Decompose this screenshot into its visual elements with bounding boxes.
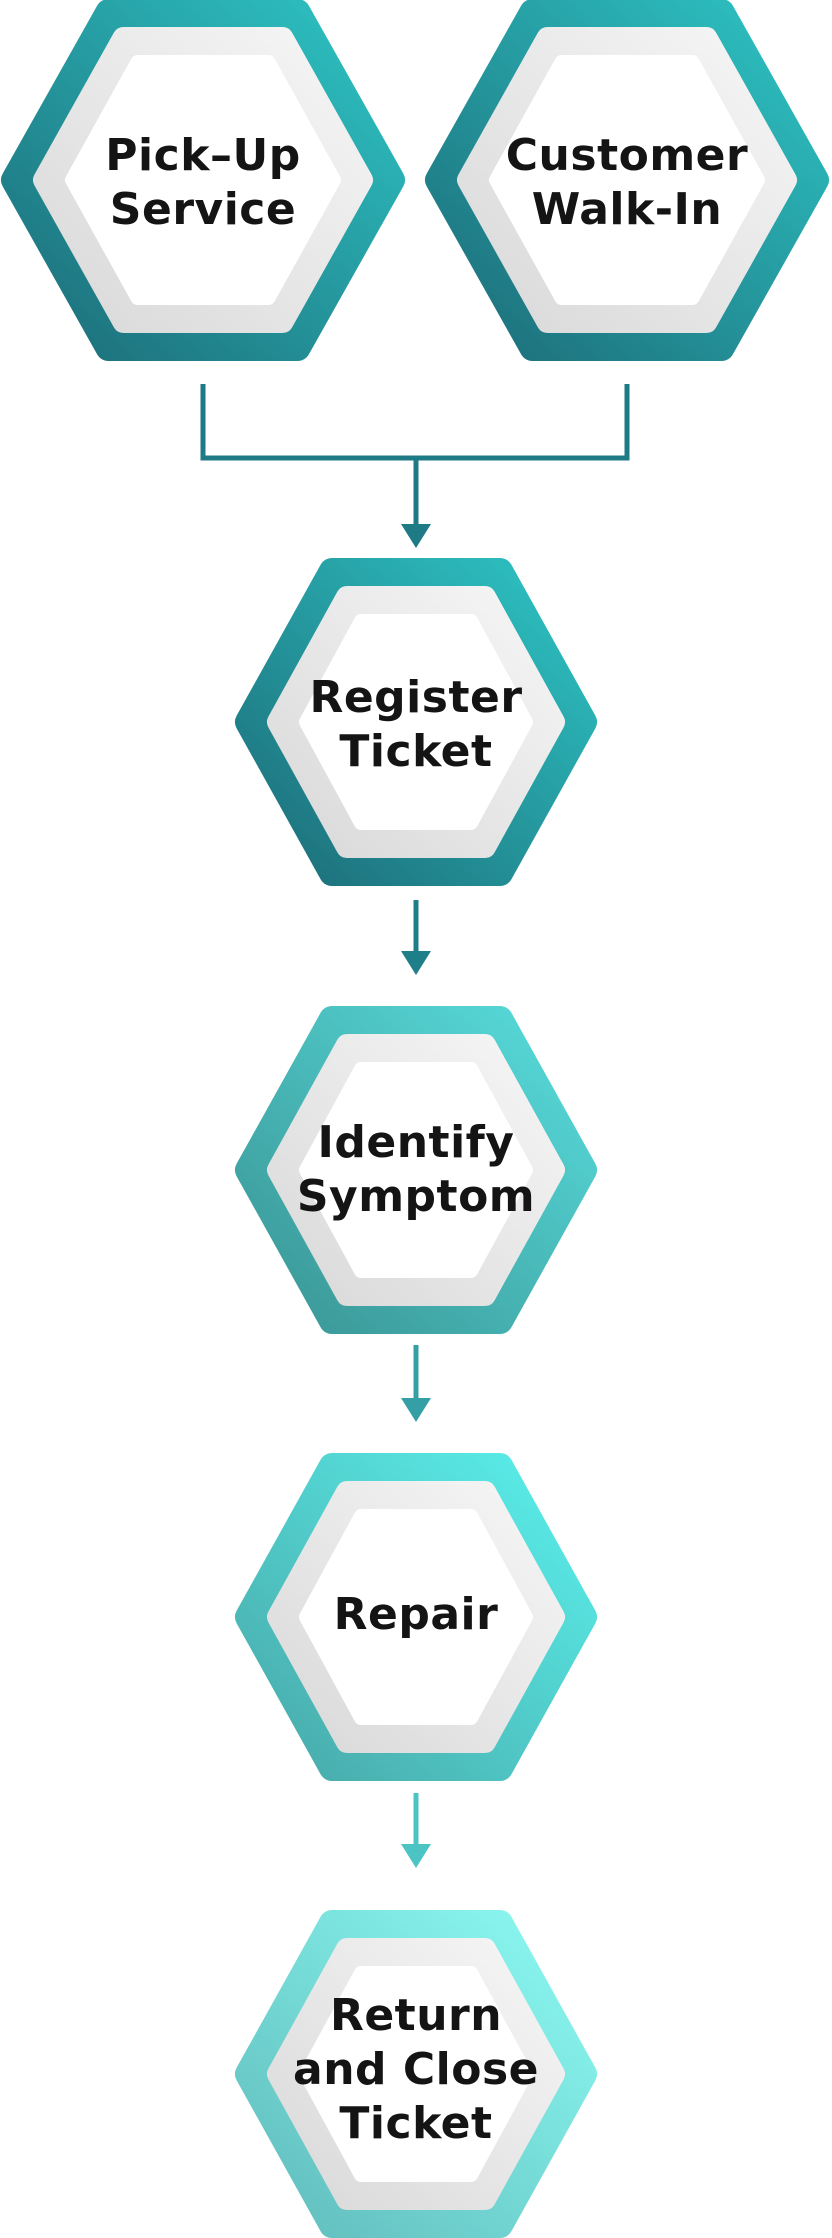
connectors bbox=[200, 384, 630, 1868]
arrow-identify-to-repair-head bbox=[401, 1398, 431, 1422]
label-customer-walk-in: Customer Walk-In bbox=[505, 129, 749, 235]
arrow-head-to-register bbox=[401, 524, 431, 548]
hexagon-core bbox=[299, 614, 533, 830]
hexagon-repair bbox=[235, 1453, 597, 1781]
hexagon-core bbox=[299, 1509, 533, 1725]
hexagon-core bbox=[299, 1966, 533, 2182]
hexagon-core bbox=[489, 55, 765, 305]
arrow-repair-to-return-head bbox=[401, 1844, 431, 1868]
hexagon-register-ticket bbox=[235, 558, 597, 886]
label-identify-symptom: Identify Symptom bbox=[296, 1116, 536, 1222]
hexagon-identify-symptom bbox=[235, 1006, 597, 1334]
hexagon-pick-up-service bbox=[1, 0, 405, 361]
hexagon-core bbox=[65, 55, 341, 305]
label-register-ticket: Register Ticket bbox=[309, 671, 523, 777]
hexagon-return-close-ticket bbox=[235, 1910, 597, 2238]
label-pick-up-service: Pick–Up Service bbox=[105, 129, 301, 235]
hexagon-customer-walk-in bbox=[425, 0, 829, 361]
arrow-register-to-identify-head bbox=[401, 951, 431, 975]
hexagon-core bbox=[299, 1062, 533, 1278]
label-repair: Repair bbox=[333, 1588, 499, 1640]
label-return-close-ticket: Return and Close Ticket bbox=[293, 1990, 539, 2149]
